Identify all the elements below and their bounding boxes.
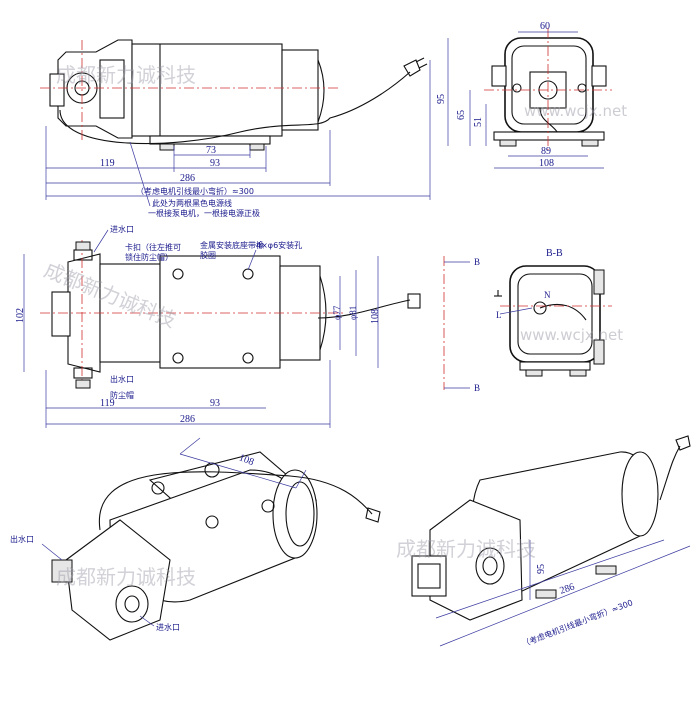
- dim-phi81: φ81: [348, 306, 358, 320]
- dim-286: 286: [180, 173, 195, 184]
- label-outlet-top: 出水口: [110, 374, 134, 384]
- dim-51: 51: [473, 117, 484, 127]
- iso-dim-108: 108: [237, 452, 255, 468]
- section-marker-top: B: [474, 257, 480, 267]
- iso-label-inlet: 进水口: [156, 622, 180, 632]
- watermark-bottom-left: 成都新力诚科技: [56, 565, 196, 589]
- iso-label-outlet: 出水口: [10, 534, 34, 544]
- label-inlet-top: 进水口: [110, 224, 134, 234]
- section-view: B B B-B N L: [443, 248, 612, 393]
- dim-93: 93: [210, 158, 220, 169]
- cable-length-note: （考虑电机引线最小弯折）≈300: [136, 186, 254, 196]
- dim-286-top: 286: [180, 414, 195, 425]
- iso-cable-note: （考虑电机引线最小弯折）≈300: [520, 597, 634, 649]
- terminal-n: N: [544, 290, 551, 300]
- wire-note-2: 一根接泵电机，一根接电源正极: [148, 208, 260, 218]
- label-clip-2: 锁住防尘帽）: [125, 252, 173, 262]
- label-base: 金属安装底座带橡: [200, 240, 264, 250]
- label-base-2: 胶圈: [200, 250, 216, 260]
- dim-95: 95: [436, 94, 447, 104]
- iso-dim-95: 95: [536, 564, 547, 574]
- wire-note-1: 此处为两根黑色电源线: [152, 198, 232, 208]
- terminal-l: L: [496, 310, 502, 320]
- label-holes: 4×φ6安装孔: [256, 240, 302, 250]
- front-view: 60 95 65 51 89 108: [436, 21, 612, 169]
- dim-89: 89: [541, 146, 551, 157]
- dim-phi77: φ77: [332, 305, 342, 320]
- dim-60: 60: [540, 21, 550, 32]
- dim-73: 73: [206, 145, 216, 156]
- label-clip: 卡扣（往左推可: [125, 242, 181, 252]
- iso-view-left: 108 出水口 进水口: [10, 437, 381, 641]
- dim-119-top: 119: [100, 398, 115, 409]
- section-marker-bottom: B: [474, 383, 480, 393]
- watermark-bottom-right: 成都新力诚科技: [396, 537, 536, 561]
- dim-108-top: 108: [370, 309, 381, 324]
- label-cap: 防尘帽: [110, 390, 134, 400]
- dim-102: 102: [15, 308, 26, 323]
- iso-dim-286: 286: [558, 581, 576, 596]
- dim-65: 65: [456, 110, 467, 120]
- top-view: 进水口 卡扣（往左推可 锁住防尘帽） 金属安装底座带橡 胶圈 4×φ6安装孔 出…: [15, 224, 421, 428]
- watermark-url-1: www.wcjx.net: [524, 102, 627, 120]
- side-view: 73 119 93 286 （考虑电机引线最小弯折）≈300 此处为两根黑色电源…: [40, 39, 431, 218]
- section-title: B-B: [546, 248, 563, 259]
- dim-93-top: 93: [210, 398, 220, 409]
- watermark-top: 成都新力诚科技: [56, 63, 196, 87]
- watermark-url-2: www.wcjx.net: [520, 326, 623, 344]
- dim-119: 119: [100, 158, 115, 169]
- dim-108: 108: [539, 158, 554, 169]
